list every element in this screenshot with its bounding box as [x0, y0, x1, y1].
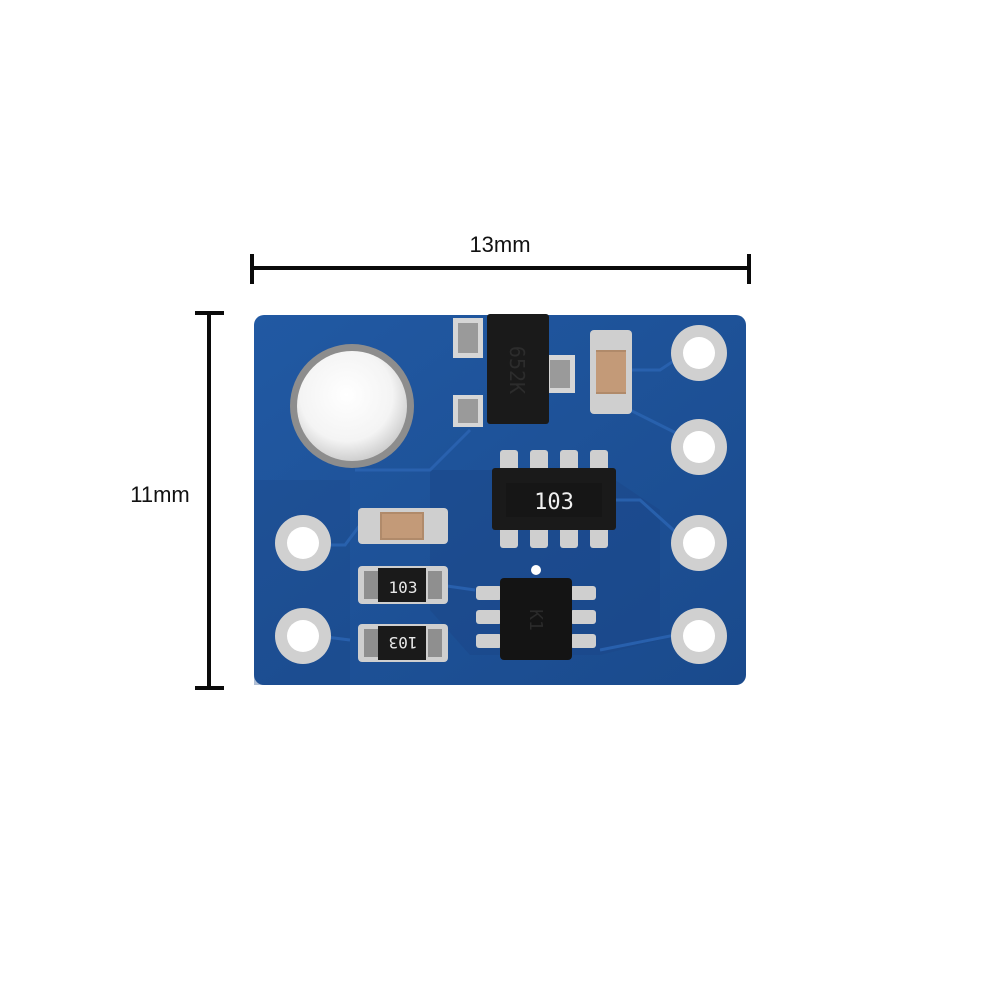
- pin-pad: [275, 515, 331, 571]
- pin-pad: [275, 608, 331, 664]
- header-pads-left: [275, 515, 331, 664]
- pin-pad: [671, 419, 727, 475]
- resistor-top-marking: 103: [389, 578, 418, 597]
- pin-pad: [671, 608, 727, 664]
- mounting-hole: [290, 344, 414, 468]
- width-dimension-label: 13mm: [469, 232, 531, 257]
- transistor-marking: 652K: [505, 346, 529, 394]
- resistor-array: 103: [492, 450, 616, 548]
- pin-pad: [671, 515, 727, 571]
- resistor-array-marking: 103: [534, 490, 574, 515]
- capacitor-top: [590, 330, 632, 414]
- resistor-bottom-marking: 103: [389, 633, 418, 652]
- header-pads-right: [671, 325, 727, 664]
- resistor-bottom: 103: [358, 624, 448, 662]
- resistor-top: 103: [358, 566, 448, 604]
- capacitor-middle: [358, 508, 448, 544]
- height-dimension-label: 11mm: [130, 482, 190, 507]
- width-dimension: [250, 254, 751, 284]
- sensor-ic: K1: [476, 565, 596, 660]
- pin-pad: [671, 325, 727, 381]
- ic-marking: K1: [525, 609, 546, 631]
- height-dimension: [195, 311, 224, 690]
- transistor: 652K: [453, 314, 575, 427]
